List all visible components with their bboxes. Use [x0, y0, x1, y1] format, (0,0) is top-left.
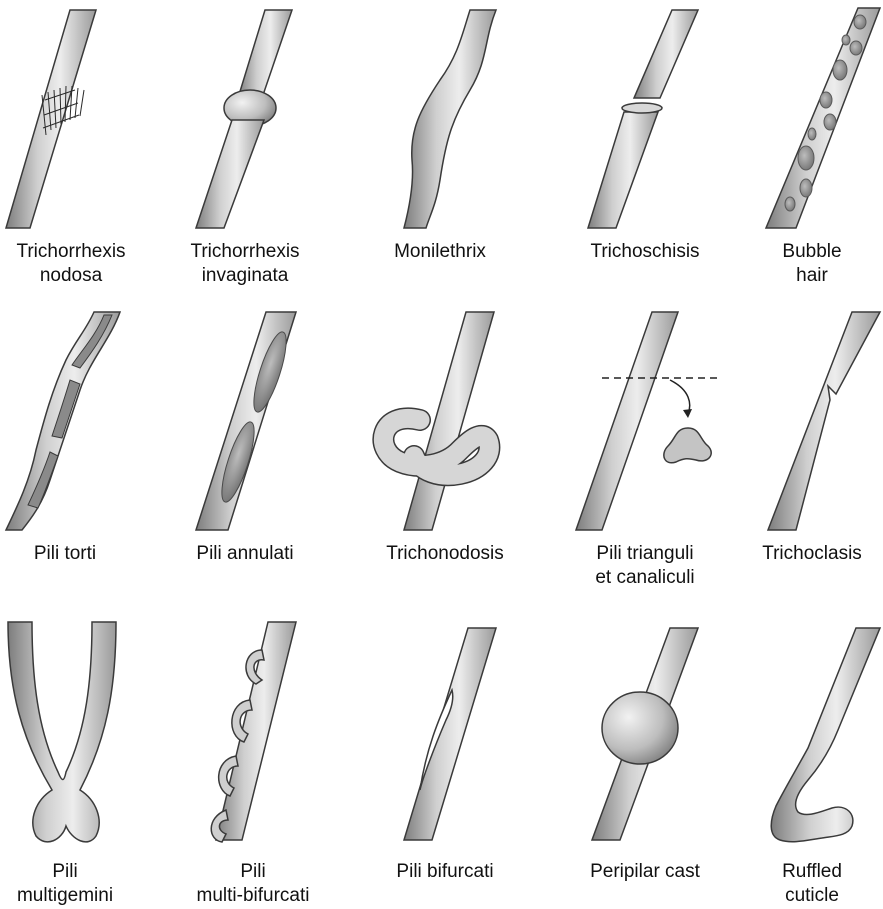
panel-pili-bifurcati [404, 628, 496, 840]
label-trichonodosis: Trichonodosis [360, 542, 530, 566]
hair-shaft [768, 312, 880, 530]
panel-trichorrhexis-nodosa [6, 10, 96, 228]
label-pili-bifurcati: Pili bifurcati [360, 860, 530, 884]
label-trichorrhexis-invaginata: Trichorrhexis invaginata [160, 240, 330, 288]
panel-pili-trianguli [576, 312, 722, 530]
panel-trichonodosis [383, 312, 494, 530]
label-line: Trichorrhexis [160, 240, 330, 264]
label-line: Pili trianguli [560, 542, 730, 566]
label-line: Trichoschisis [560, 240, 730, 264]
hair-shaft [766, 8, 880, 228]
label-ruffled-cuticle: Ruffled cuticle [727, 860, 883, 908]
label-line: nodosa [0, 264, 156, 288]
label-line: invaginata [160, 264, 330, 288]
panel-trichoschisis [588, 10, 698, 228]
label-pili-annulati: Pili annulati [160, 542, 330, 566]
panel-peripilar-cast [592, 628, 698, 840]
label-line: Trichorrhexis [0, 240, 156, 264]
panel-pili-multigemini [8, 622, 116, 842]
section-arrow [670, 380, 690, 414]
label-line: Trichoclasis [727, 542, 883, 566]
cast-collar [602, 692, 678, 764]
label-line: Ruffled [727, 860, 883, 884]
label-line: Pili bifurcati [360, 860, 530, 884]
triangular-cross-section [664, 428, 711, 463]
hair-shaft-upper [238, 10, 292, 98]
label-line: Monilethrix [355, 240, 525, 264]
panel-pili-annulati [196, 312, 296, 530]
label-line: Trichonodosis [360, 542, 530, 566]
label-line: Peripilar cast [560, 860, 730, 884]
label-line: et canaliculi [560, 566, 730, 590]
label-trichoschisis: Trichoschisis [560, 240, 730, 264]
label-line: Pili [168, 860, 338, 884]
hair-shaft-lower [588, 112, 658, 228]
hair-shaft-lower [196, 120, 264, 228]
label-line: multi-bifurcati [168, 884, 338, 908]
hair-shaft-upper [634, 10, 698, 98]
panel-ruffled-cuticle [771, 628, 880, 842]
label-monilethrix: Monilethrix [355, 240, 525, 264]
panel-pili-multi-bifurcati [211, 622, 296, 842]
label-line: Pili [0, 860, 150, 884]
panel-bubble-hair [766, 8, 880, 228]
panel-trichorrhexis-invaginata [196, 10, 292, 228]
split-shaft [8, 622, 116, 842]
panel-trichoclasis [768, 312, 880, 530]
label-trichorrhexis-nodosa: Trichorrhexis nodosa [0, 240, 156, 288]
label-line: Pili annulati [160, 542, 330, 566]
label-pili-multi-bifurcati: Pili multi-bifurcati [168, 860, 338, 908]
hair-shaft [576, 312, 678, 530]
label-pili-trianguli: Pili trianguli et canaliculi [560, 542, 730, 590]
panel-monilethrix [404, 10, 496, 228]
label-pili-torti: Pili torti [0, 542, 150, 566]
label-line: hair [727, 264, 883, 288]
hair-shaft [6, 10, 96, 228]
label-peripilar-cast: Peripilar cast [560, 860, 730, 884]
panel-pili-torti [6, 312, 120, 530]
label-trichoclasis: Trichoclasis [727, 542, 883, 566]
label-line: Pili torti [0, 542, 150, 566]
clean-break [622, 103, 662, 113]
label-line: cuticle [727, 884, 883, 908]
hair-shaft [404, 628, 496, 840]
label-line: multigemini [0, 884, 150, 908]
beaded-shaft [404, 10, 496, 228]
curled-shaft [771, 628, 880, 842]
label-pili-multigemini: Pili multigemini [0, 860, 150, 908]
label-bubble-hair: Bubble hair [727, 240, 883, 288]
label-line: Bubble [727, 240, 883, 264]
